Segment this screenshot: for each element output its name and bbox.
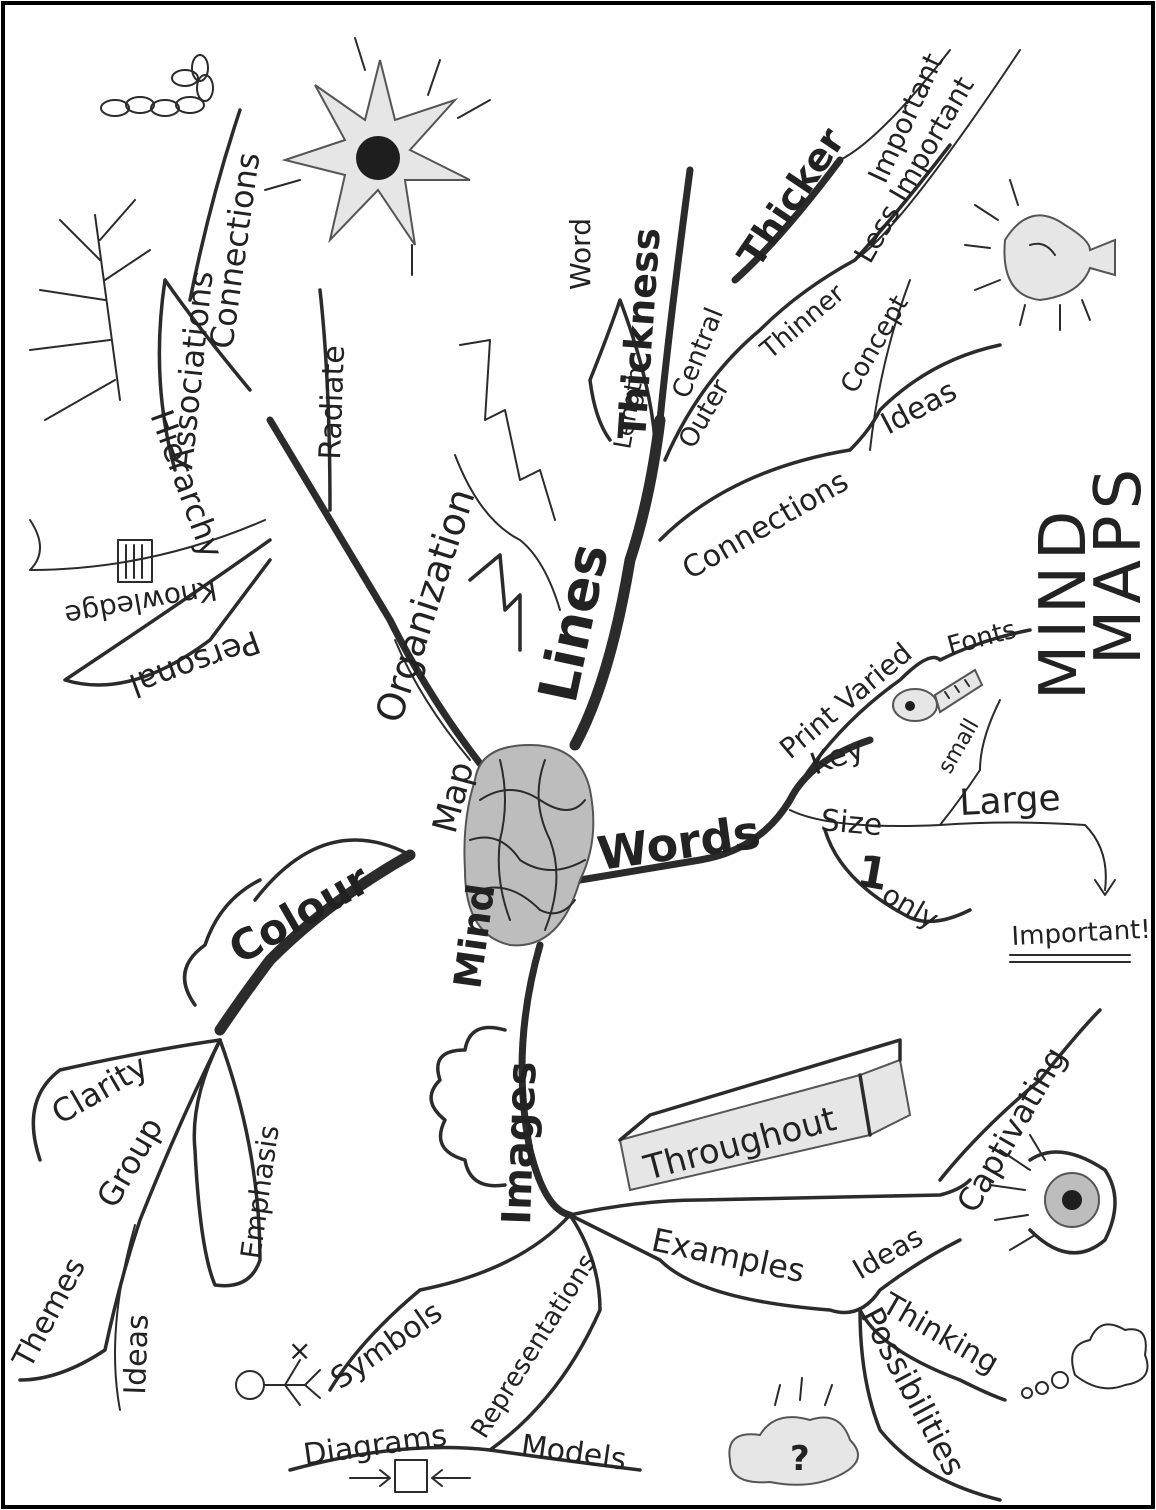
lines-connections: Connections bbox=[677, 464, 855, 587]
square-diagram-icon bbox=[350, 1460, 470, 1492]
organization-personal: Personal bbox=[124, 622, 265, 704]
key-icon bbox=[893, 670, 982, 721]
colour-emphasis: Emphasis bbox=[234, 1123, 285, 1261]
images-ideas: Ideas bbox=[847, 1220, 928, 1286]
words-only: only bbox=[877, 877, 945, 935]
branch-images-title: Images bbox=[494, 1061, 546, 1226]
colour-themes: Themes bbox=[6, 1252, 93, 1374]
words-size: Size bbox=[819, 803, 883, 843]
words-large: Large bbox=[958, 778, 1061, 824]
question-cloud-icon: ? bbox=[729, 1378, 858, 1485]
images-symbols: Symbols bbox=[325, 1295, 449, 1397]
organization-radiate: Radiate bbox=[313, 345, 352, 461]
words-fonts: Fonts bbox=[944, 615, 1020, 662]
lines-concept: Concept bbox=[835, 290, 915, 398]
words-important: Important! bbox=[1011, 915, 1152, 952]
images-examples: Examples bbox=[648, 1221, 808, 1290]
words-small: small bbox=[934, 715, 985, 778]
tree-icon bbox=[30, 200, 150, 420]
branch-words-title: Words bbox=[594, 805, 764, 881]
svg-text:×: × bbox=[288, 1334, 311, 1367]
lightbulb-icon bbox=[965, 180, 1115, 330]
images-models: Models bbox=[519, 1428, 629, 1477]
thought-cloud-icon bbox=[1022, 1324, 1148, 1398]
chain-icon bbox=[101, 55, 213, 116]
colour-group: Group bbox=[89, 1111, 171, 1214]
stick-figure-icon: × bbox=[236, 1334, 320, 1405]
labels: Mind Map Lines Thickness Length Word Cen… bbox=[6, 48, 1156, 1482]
sun-icon bbox=[265, 38, 490, 275]
center-label-mind: Mind bbox=[445, 881, 503, 991]
organization-connections: Connections bbox=[202, 150, 267, 351]
lines-thicker: Thicker bbox=[729, 120, 854, 275]
svg-text:?: ? bbox=[790, 1439, 810, 1479]
side-title-maps: MAPS bbox=[1082, 463, 1156, 665]
lines-word: Word bbox=[564, 218, 597, 290]
branch-colour-title: Colour bbox=[221, 854, 379, 973]
lines-ideas: Ideas bbox=[875, 373, 962, 442]
colour-ideas: Ideas bbox=[118, 1314, 156, 1396]
